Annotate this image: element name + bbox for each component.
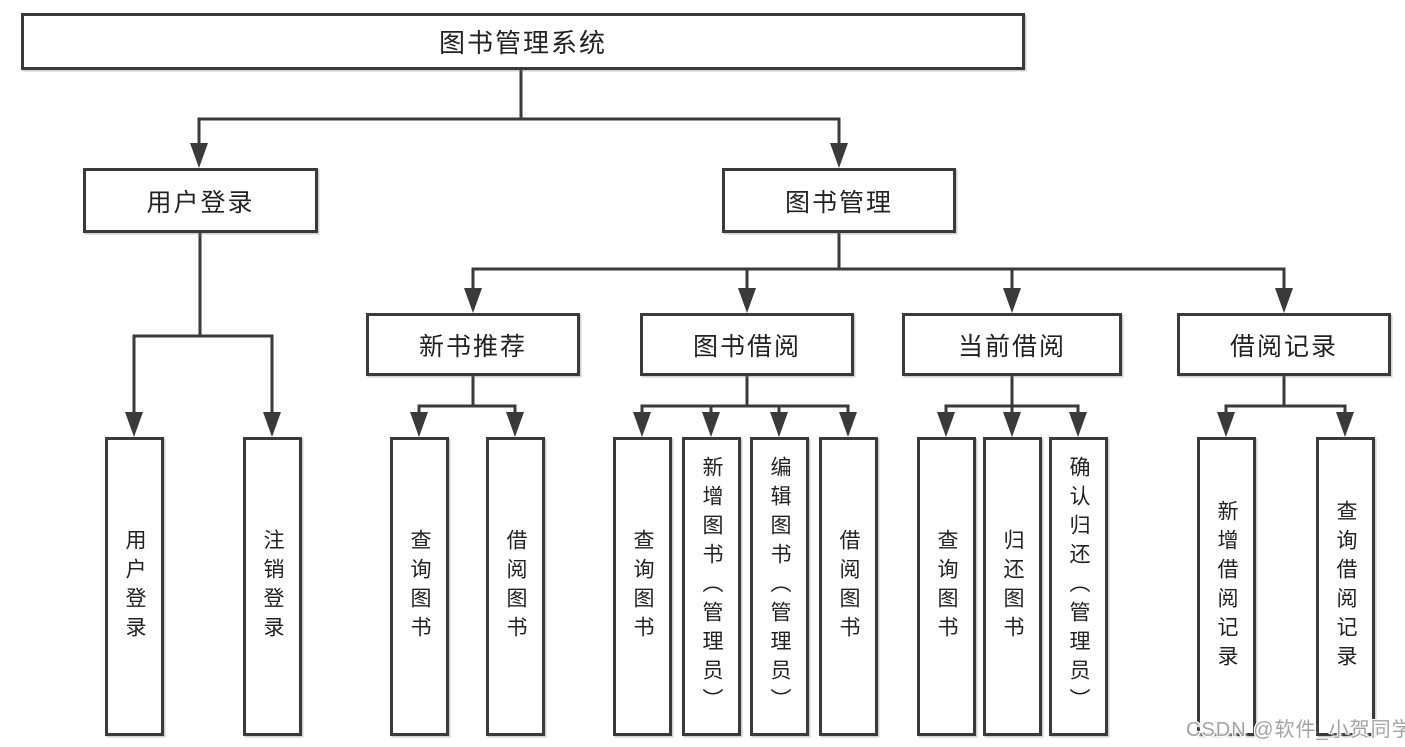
node-current-borrow: 当前借阅 [902, 313, 1122, 376]
node-new-book-recommend: 新书推荐 [366, 313, 580, 376]
leaf-label: 查询图书 [408, 528, 431, 645]
leaf-label: 查询图书 [631, 528, 654, 645]
node-user-login: 用户登录 [83, 168, 318, 233]
leaf-label: 查询图书 [935, 528, 958, 645]
leaf-label: 归还图书 [1001, 528, 1024, 645]
csdn-watermark: CSDN @软件_小贺同学 [1186, 719, 1405, 741]
leaf-borrow-book-borrow: 借阅图书 [819, 437, 878, 736]
leaf-confirm-return-admin: 确认归还（管理员） [1049, 437, 1108, 736]
leaf-query-borrow-record: 查询借阅记录 [1316, 437, 1375, 736]
leaf-label: 查询借阅记录 [1334, 499, 1357, 674]
leaf-label: 确认归还（管理员） [1067, 456, 1090, 717]
leaf-label: 新增借阅记录 [1215, 499, 1238, 674]
connector-user-login-to-leaves [125, 232, 281, 437]
leaf-logout: 注销登录 [243, 437, 302, 736]
leaf-borrow-book-newrec: 借阅图书 [486, 437, 545, 736]
connector-new-book-rec-to-leaves [410, 375, 524, 437]
leaf-label: 用户登录 [123, 528, 146, 645]
node-borrow-records: 借阅记录 [1177, 313, 1391, 376]
connector-book-borrow-to-leaves [633, 375, 857, 437]
leaf-label: 借阅图书 [837, 528, 860, 645]
leaf-query-book-borrow: 查询图书 [613, 437, 672, 736]
leaf-query-book-newrec: 查询图书 [390, 437, 449, 736]
leaf-query-book-current: 查询图书 [917, 437, 976, 736]
connector-current-borrow-to-leaves [937, 376, 1087, 437]
node-book-management: 图书管理 [722, 168, 956, 233]
leaf-return-book: 归还图书 [983, 437, 1042, 736]
leaf-user-login: 用户登录 [105, 437, 164, 736]
leaf-add-borrow-record: 新增借阅记录 [1197, 437, 1256, 736]
leaf-label: 借阅图书 [504, 528, 527, 645]
connector-root-to-level2 [190, 70, 848, 168]
node-root-system: 图书管理系统 [21, 13, 1025, 70]
leaf-label: 新增图书（管理员） [700, 456, 723, 717]
leaf-edit-book-admin: 编辑图书（管理员） [750, 437, 809, 736]
connector-borrow-records-to-leaves [1217, 376, 1354, 437]
leaf-label: 编辑图书（管理员） [768, 456, 791, 717]
leaf-label: 注销登录 [261, 528, 284, 645]
leaf-add-book-admin: 新增图书（管理员） [682, 437, 741, 736]
node-book-borrow: 图书借阅 [640, 313, 854, 376]
connector-book-mgmt-to-level3 [464, 232, 1293, 313]
